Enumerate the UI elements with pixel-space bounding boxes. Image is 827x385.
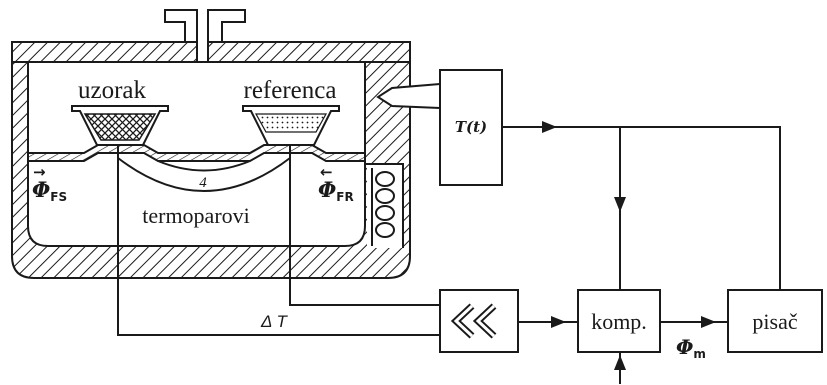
amplifier-chevron-inner: [453, 304, 474, 338]
thermocouple-arc: [117, 157, 291, 192]
delta-t-label: Δ T: [260, 312, 288, 331]
gas-inlet-slit-walls: [196, 42, 209, 62]
sample-heat-flow-arrow: →: [33, 163, 46, 181]
temperature-signal-arrowhead: [542, 121, 557, 133]
temperature-probe: [376, 83, 441, 109]
reference-label: referenca: [244, 77, 337, 104]
heater-coil-loop: [375, 222, 395, 238]
recorder-label: pisač: [752, 309, 797, 334]
sample-heat-flow-label: ΦFS: [32, 177, 67, 204]
comparator-label: komp.: [591, 309, 647, 334]
heater-coil-loop: [375, 171, 395, 187]
comparator-input-arrowhead: [614, 355, 626, 370]
temperature-label: T(t): [455, 118, 487, 136]
sample-thermocouple-lead: [117, 146, 440, 336]
heater-pocket-outline: [365, 163, 404, 248]
heater-coil-loop: [375, 205, 395, 221]
sample-label: uzorak: [78, 77, 147, 104]
measured-heat-flow-label: Φm: [676, 335, 706, 361]
sample-material: [83, 113, 157, 141]
gas-inlet-right: [207, 9, 246, 43]
temperature-block: [439, 69, 503, 186]
part-marker: 4: [199, 175, 207, 191]
sample-heat-flow-subscript: FS: [50, 190, 67, 204]
amplifier-icon: [450, 303, 497, 339]
reference-heat-flow-subscript: FR: [336, 190, 353, 204]
measured-heat-flow-symbol: Φ: [676, 335, 694, 359]
temperature-signal-line: [502, 126, 781, 290]
reference-heat-flow-symbol: Φ: [318, 177, 336, 202]
sensor-disc: [27, 144, 366, 162]
reference-material: [254, 113, 328, 133]
amplifier-output-arrowhead: [551, 316, 566, 328]
amplifier-chevron-inner: [475, 304, 496, 338]
thermocouples-label: termoparovi: [142, 203, 250, 228]
reference-heat-flow-label: ΦFR: [318, 177, 354, 204]
reference-heat-flow-arrow: ←: [320, 163, 333, 181]
heater-coil: [371, 168, 395, 246]
sample-heat-flow-symbol: Φ: [32, 177, 50, 202]
disc-dip: [157, 160, 251, 172]
reference-thermocouple-lead: [289, 146, 440, 306]
gas-inlet-left: [164, 9, 198, 43]
comparator-output-arrowhead: [701, 316, 716, 328]
heater-coil-loop: [375, 188, 395, 204]
gas-inlet-slit: [197, 41, 208, 63]
dsc-cell: uzorak referenca termoparovi 4 → ΦFS ← Φ…: [11, 9, 441, 279]
recorder-block: [727, 289, 823, 353]
temperature-branch-arrowhead: [614, 197, 626, 212]
measured-heat-flow-subscript: m: [693, 347, 706, 361]
